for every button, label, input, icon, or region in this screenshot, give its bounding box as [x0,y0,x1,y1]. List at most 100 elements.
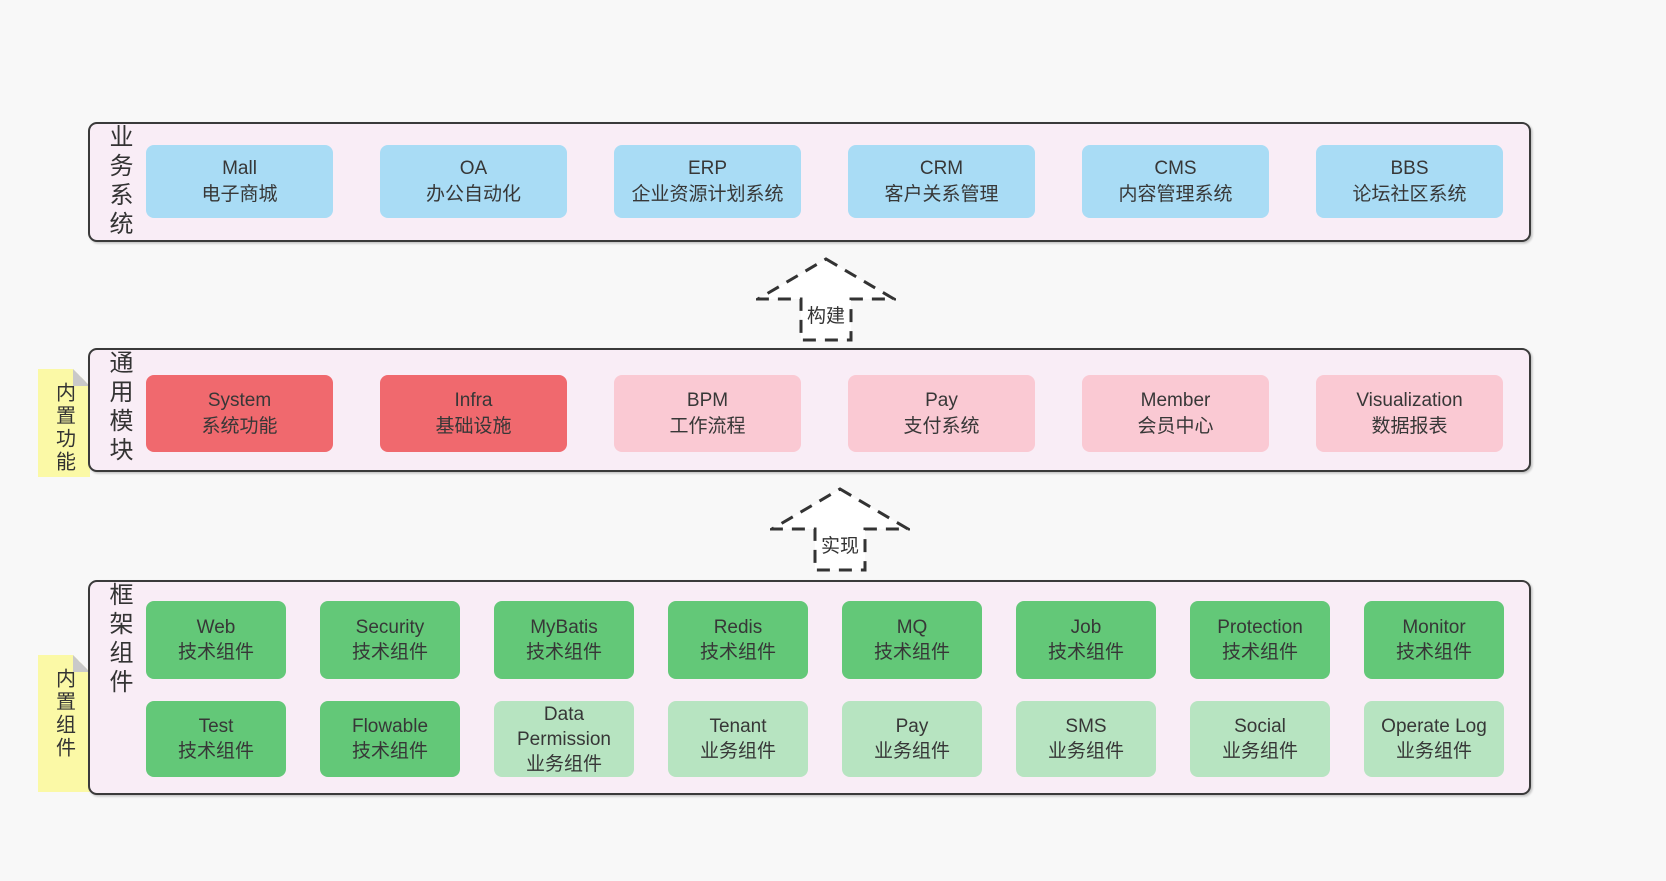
box-title: Test [198,716,234,737]
box-title: System [207,389,272,411]
implement-arrow-icon: 实现 [770,487,910,573]
box-title: ERP [687,157,728,179]
box-subtitle: 技术组件 [699,642,776,663]
box-title: CRM [919,157,964,179]
box-title: MyBatis [530,617,598,638]
box-crm: CRM 客户关系管理 [848,145,1035,218]
box-subtitle: 数据报表 [1371,415,1448,437]
band-common-modules: 通用模块 System 系统功能 Infra 基础设施 BPM 工作流程 Pay… [88,348,1531,472]
box-subtitle: 工作流程 [669,415,746,437]
implement-arrow-label: 实现 [820,536,859,557]
box-subtitle: 技术组件 [351,642,428,663]
box-system: System 系统功能 [146,375,333,452]
box-title: Operate Log [1381,716,1487,737]
box-job: Job 技术组件 [1016,601,1156,679]
box-title: Monitor [1402,617,1466,638]
box-flowable: Flowable 技术组件 [320,701,460,777]
build-arrow-label: 构建 [806,306,845,327]
box-subtitle: 内容管理系统 [1118,183,1233,205]
box-subtitle: 业务组件 [1221,741,1298,762]
box-subtitle: 业务组件 [1395,741,1472,762]
box-test: Test 技术组件 [146,701,286,777]
note-built-in-features: 内置功能 [38,369,90,477]
box-web: Web 技术组件 [146,601,286,679]
box-infra: Infra 基础设施 [380,375,567,452]
box-subtitle: 技术组件 [351,741,428,762]
box-subtitle: 业务组件 [873,741,950,762]
box-subtitle: 业务组件 [699,741,776,762]
box-subtitle: 电子商城 [201,183,278,205]
box-title: Pay [925,389,958,411]
box-title: CMS [1154,157,1197,179]
box-title: OA [459,157,488,179]
box-title: Member [1140,389,1211,411]
box-subtitle: 企业资源计划系统 [631,183,784,205]
box-tenant: Tenant 业务组件 [668,701,808,777]
box-title: Tenant [709,716,767,737]
box-subtitle: 论坛社区系统 [1352,183,1467,205]
band-business-systems-label: 业务系统 [105,124,132,240]
box-title: Job [1070,617,1102,638]
box-operate-log: Operate Log 业务组件 [1364,701,1504,777]
box-subtitle: 业务组件 [1047,741,1124,762]
framework-components-row-2: Test 技术组件 Flowable 技术组件 Data Permission … [146,701,1504,777]
box-subtitle: 支付系统 [903,415,980,437]
box-title: Visualization [1356,389,1463,411]
box-title: BPM [686,389,729,411]
common-modules-row: System 系统功能 Infra 基础设施 BPM 工作流程 Pay 支付系统… [146,375,1503,452]
box-subtitle: 办公自动化 [425,183,521,205]
box-security: Security 技术组件 [320,601,460,679]
box-pay-component: Pay 业务组件 [842,701,982,777]
box-bbs: BBS 论坛社区系统 [1316,145,1503,218]
box-title: Data Permission [517,703,611,750]
box-title: Flowable [351,716,429,737]
note-text: 内置组件 [52,668,75,760]
box-subtitle: 系统功能 [201,415,278,437]
box-cms: CMS 内容管理系统 [1082,145,1269,218]
box-data-permission: Data Permission 业务组件 [494,701,634,777]
box-member: Member 会员中心 [1082,375,1269,452]
box-title: Mall [222,157,257,179]
box-protection: Protection 技术组件 [1190,601,1330,679]
box-redis: Redis 技术组件 [668,601,808,679]
box-subtitle: 技术组件 [525,642,602,663]
box-subtitle: 技术组件 [1047,642,1124,663]
box-subtitle: 技术组件 [177,642,254,663]
box-subtitle: 客户关系管理 [884,183,999,205]
box-oa: OA 办公自动化 [380,145,567,218]
box-title: MQ [896,617,928,638]
box-title: BBS [1390,157,1429,179]
note-text: 内置功能 [52,382,75,474]
box-pay-system: Pay 支付系统 [848,375,1035,452]
box-monitor: Monitor 技术组件 [1364,601,1504,679]
band-business-systems: 业务系统 Mall 电子商城 OA 办公自动化 ERP 企业资源计划系统 CRM… [88,122,1531,242]
box-bpm: BPM 工作流程 [614,375,801,452]
business-systems-row: Mall 电子商城 OA 办公自动化 ERP 企业资源计划系统 CRM 客户关系… [146,145,1503,218]
box-title: Social [1234,716,1286,737]
box-subtitle: 业务组件 [525,753,602,775]
box-sms: SMS 业务组件 [1016,701,1156,777]
box-erp: ERP 企业资源计划系统 [614,145,801,218]
framework-components-row-1: Web 技术组件 Security 技术组件 MyBatis 技术组件 Redi… [146,601,1504,679]
band-framework-components: 框架组件 Web 技术组件 Security 技术组件 MyBatis 技术组件… [88,580,1531,795]
box-subtitle: 技术组件 [873,642,950,663]
box-title: Pay [895,716,929,737]
band-framework-components-label: 框架组件 [105,582,132,698]
note-built-in-components: 内置组件 [38,655,90,792]
box-title: Web [196,617,236,638]
box-subtitle: 技术组件 [1395,642,1472,663]
box-mall: Mall 电子商城 [146,145,333,218]
build-arrow-icon: 构建 [756,257,896,343]
box-title: SMS [1065,716,1107,737]
box-title: Protection [1217,617,1303,638]
box-mybatis: MyBatis 技术组件 [494,601,634,679]
box-social: Social 业务组件 [1190,701,1330,777]
box-subtitle: 技术组件 [177,741,254,762]
box-mq: MQ 技术组件 [842,601,982,679]
box-subtitle: 会员中心 [1137,415,1214,437]
box-visualization: Visualization 数据报表 [1316,375,1503,452]
box-title: Redis [713,617,763,638]
box-title: Infra [454,389,493,411]
box-subtitle: 基础设施 [435,415,512,437]
